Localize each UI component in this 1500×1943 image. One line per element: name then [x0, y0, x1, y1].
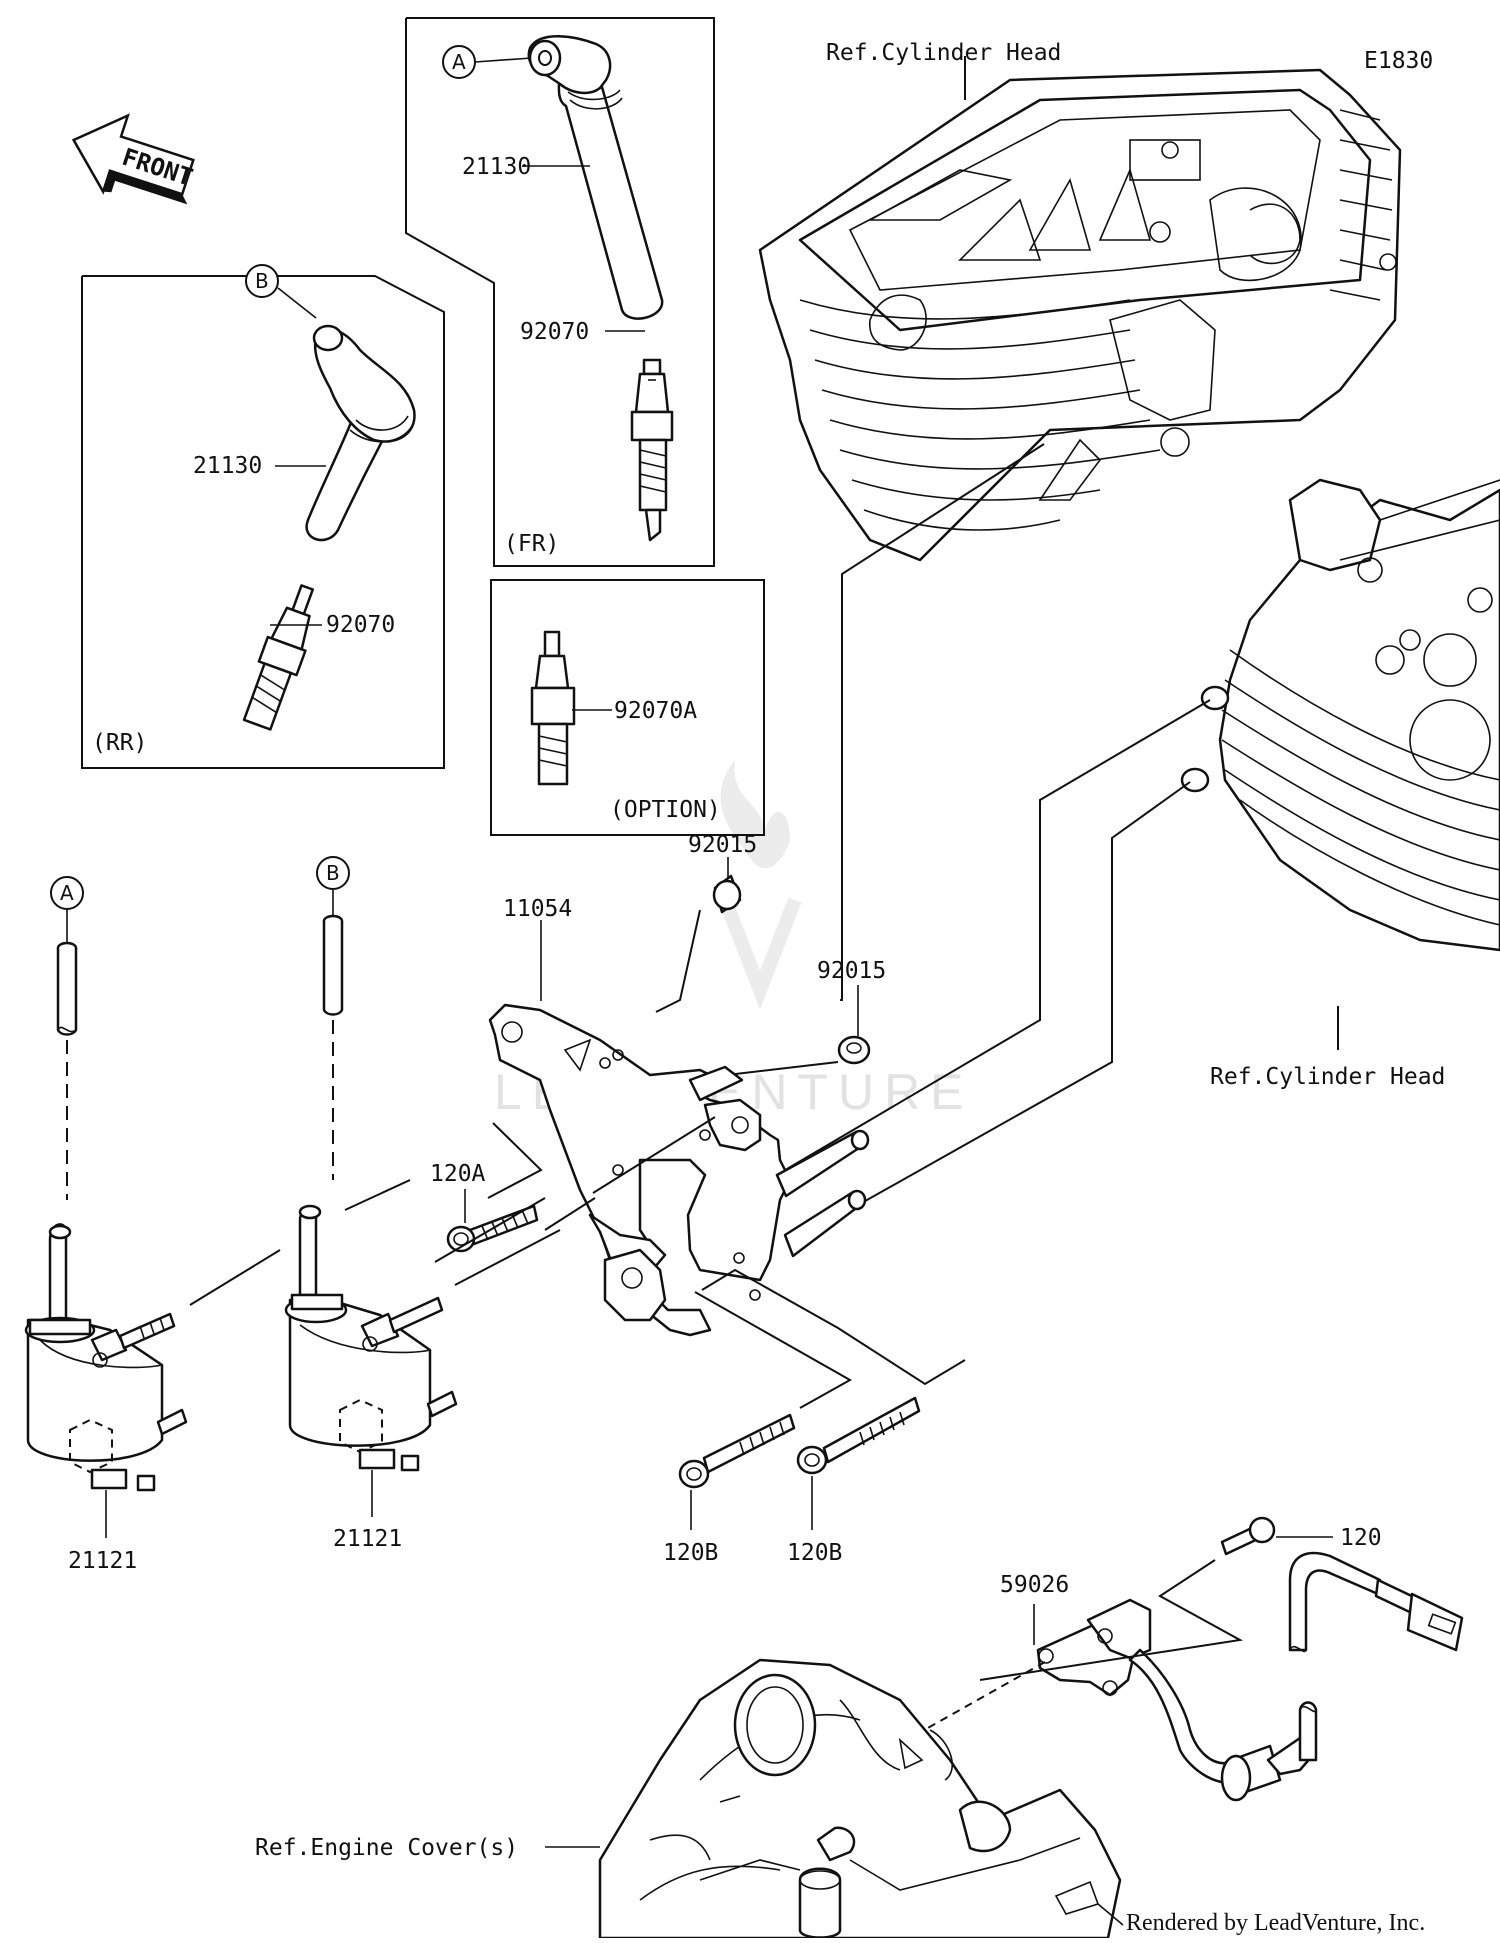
- part-label-coil-right: 21121: [333, 1526, 402, 1552]
- bolt-120: [1220, 1516, 1276, 1556]
- part-label-bolt-120b-right: 120B: [787, 1540, 842, 1566]
- part-label-cap-fr: 21130: [462, 154, 531, 180]
- ref-cylinder-head-right: Ref.Cylinder Head: [1210, 1064, 1445, 1090]
- rr-box: (RR) B 21130 92070: [81, 264, 445, 769]
- option-box: (OPTION) 92070A: [490, 579, 765, 836]
- part-label-bolt-120b-left: 120B: [663, 1540, 718, 1566]
- connector-b-top-label: B: [255, 269, 269, 293]
- connector-a-top-label: A: [452, 50, 466, 74]
- ignition-cap-fr: [527, 35, 664, 320]
- part-label-grommet-1: 92015: [688, 832, 757, 858]
- part-label-cap-rr: 21130: [193, 453, 262, 479]
- part-label-plug-rr: 92070: [326, 612, 395, 638]
- rr-box-label: (RR): [92, 730, 147, 756]
- bolt-120b-left: [678, 1413, 796, 1489]
- part-label-grommet-2: 92015: [817, 958, 886, 984]
- bolt-120b-right: [796, 1396, 921, 1475]
- ignition-cap-rr: [305, 324, 416, 542]
- fr-box: (FR) A 21130 92070: [405, 17, 715, 567]
- connector-b-bottom-label: B: [326, 861, 340, 885]
- option-box-label: (OPTION): [610, 797, 721, 823]
- fr-box-label: (FR): [504, 531, 559, 557]
- part-label-sensor: 59026: [1000, 1572, 1069, 1598]
- part-label-bracket: 11054: [503, 896, 572, 922]
- spark-plug-fr: [630, 358, 674, 542]
- bracket: [488, 1003, 870, 1337]
- part-label-plug-fr: 92070: [520, 319, 589, 345]
- connector-b-icon: [245, 264, 279, 298]
- crank-sensor: [1036, 1551, 1464, 1802]
- engine-cover: [598, 1658, 1122, 1940]
- ignition-coil-right: [284, 1204, 458, 1472]
- cylinder-head-right: [1180, 478, 1500, 952]
- footer-credit: Rendered by LeadVenture, Inc.: [1126, 1910, 1425, 1936]
- ignition-coil-left: [24, 1223, 188, 1492]
- ref-cylinder-head-top: Ref.Cylinder Head: [826, 40, 1061, 66]
- cylinder-head-top: [758, 68, 1402, 562]
- part-label-bolt-120a: 120A: [430, 1161, 486, 1187]
- diagram-code: E1830: [1364, 48, 1433, 74]
- grommet-lower: [837, 1035, 871, 1065]
- connector-a-bottom-label: A: [60, 881, 74, 905]
- part-label-bolt-120: 120: [1340, 1525, 1382, 1551]
- part-label-plug-option: 92070A: [614, 698, 697, 724]
- grommet-upper: [712, 874, 742, 914]
- ref-engine-cover: Ref.Engine Cover(s): [255, 1835, 518, 1861]
- hv-lead-b: B: [316, 856, 350, 1180]
- part-label-coil-left: 21121: [68, 1548, 137, 1574]
- hv-lead-a: A: [50, 876, 84, 1200]
- spark-plug-rr: [242, 584, 315, 731]
- spark-plug-option: [530, 630, 576, 786]
- front-arrow-icon: FRONT: [71, 113, 196, 205]
